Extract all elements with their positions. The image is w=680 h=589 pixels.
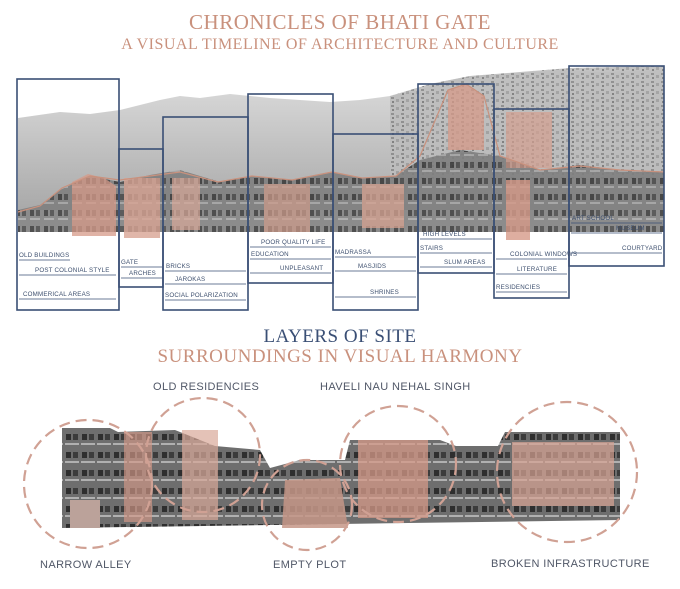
panel-labels: OLD BUILDINGS POST COLONIAL STYLE COMMER… — [19, 215, 663, 301]
empty-plot-ground — [282, 478, 348, 528]
label-museum: MUSEUM — [616, 225, 645, 232]
main-title-line2: A VISUAL TIMELINE OF ARCHITECTURE AND CU… — [121, 36, 559, 53]
label-literature: LITERATURE — [517, 266, 557, 273]
main-title-line1: CHRONICLES OF BHATI GATE — [189, 10, 491, 34]
caption-old-residencies: OLD RESIDENCIES — [153, 381, 260, 393]
caption-empty-plot: EMPTY PLOT — [273, 559, 347, 571]
pink-haveli — [264, 184, 310, 232]
label-madrassa: MADRASSA — [335, 249, 372, 256]
caption-haveli: HAVELI NAU NEHAL SINGH — [320, 381, 471, 393]
label-stairs: STAIRS — [420, 245, 443, 252]
circle-narrow-alley — [22, 418, 154, 550]
circle-old-residencies — [144, 396, 262, 514]
label-courtyard: COURTYARD — [622, 245, 663, 252]
caption-narrow-alley: NARROW ALLEY — [40, 559, 132, 571]
pink-minaret — [506, 180, 530, 240]
pink-tower — [448, 84, 484, 150]
label-high-levels: HIGH LEVELS — [423, 231, 466, 238]
pink-residency-a — [124, 432, 152, 522]
pink-jaroka — [172, 178, 200, 230]
panel-frame-8 — [568, 65, 665, 267]
label-bricks: BRICKS — [166, 263, 190, 270]
label-gate: GATE — [121, 259, 138, 266]
pink-outline-skyline — [17, 83, 665, 213]
label-jarokas: JAROKAS — [175, 276, 205, 283]
pink-haveli — [358, 440, 428, 518]
label-commerical: COMMERICAL AREAS — [23, 291, 90, 298]
label-social-polarization: SOCIAL POLARIZATION — [165, 292, 238, 299]
caption-broken-infra: BROKEN INFRASTRUCTURE — [491, 558, 650, 570]
label-residencies: RESIDENCIES — [496, 284, 540, 291]
label-poor-quality: POOR QUALITY LIFE — [261, 239, 326, 246]
label-unpleasant: UNPLEASANT — [280, 265, 323, 272]
pink-residency-b — [182, 430, 218, 520]
alley-ground — [70, 500, 100, 528]
label-post-colonial: POST COLONIAL STYLE — [35, 267, 110, 274]
pink-stairs — [362, 184, 404, 228]
circle-broken-infra — [495, 400, 639, 544]
label-old-buildings: OLD BUILDINGS — [19, 252, 69, 259]
label-shrines: SHRINES — [370, 289, 399, 296]
timeline-collage: OLD BUILDINGS POST COLONIAL STYLE COMMER… — [16, 65, 665, 311]
pink-colonial — [506, 112, 552, 168]
pink-arch-gate — [124, 178, 160, 238]
label-colonial-windows: COLONIAL WINDOWS — [510, 251, 577, 258]
street-strip — [62, 428, 620, 528]
section2-title-line1: LAYERS OF SITE — [263, 326, 417, 347]
label-arches: ARCHES — [129, 270, 156, 277]
pink-broken-wall — [512, 442, 614, 506]
label-education: EDUCATION — [251, 251, 289, 258]
circle-haveli — [338, 404, 458, 524]
label-masjids: MASJIDS — [358, 263, 386, 270]
circle-empty-plot — [260, 458, 354, 552]
label-slum-areas: SLUM AREAS — [444, 259, 486, 266]
section2-title-line2: SURROUNDINGS IN VISUAL HARMONY — [157, 346, 523, 367]
label-art-school: ART SCHOOL — [572, 215, 614, 222]
pink-building-1 — [72, 174, 116, 236]
